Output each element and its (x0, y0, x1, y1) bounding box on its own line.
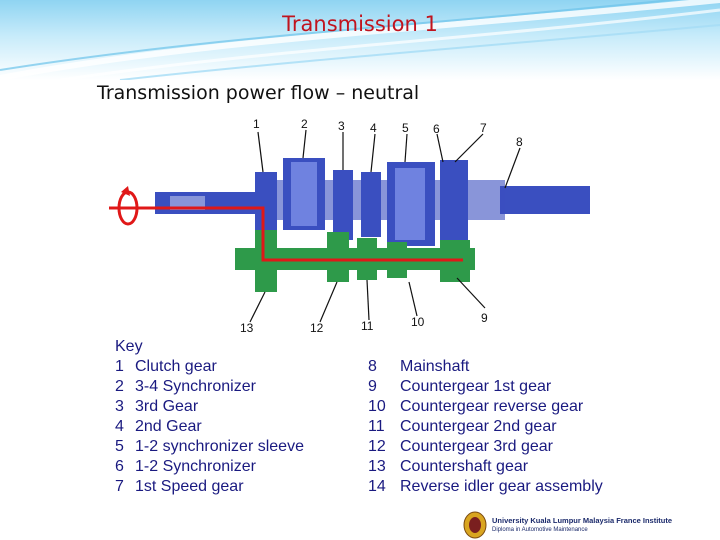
callout-1: 1 (253, 117, 260, 131)
callout-9: 9 (481, 311, 488, 325)
callout-4: 4 (370, 121, 377, 135)
header-band (0, 0, 720, 80)
callout-11: 11 (361, 319, 374, 333)
callout-3: 3 (338, 119, 345, 133)
callout-leaders (249, 129, 521, 323)
callout-13: 13 (240, 321, 254, 335)
mainshaft-output (500, 186, 590, 214)
institution-name: University Kuala Lumpur Malaysia France … (492, 516, 673, 525)
power-flow-path (125, 206, 463, 262)
callout-6: 6 (433, 122, 440, 136)
transmission-cutaway-illustration: 1 2 3 4 5 6 7 8 9 10 11 12 13 (109, 117, 590, 335)
program-name: Diploma in Automotive Maintenance (492, 527, 588, 533)
callout-12: 12 (310, 321, 324, 335)
slide-subtitle: Transmission power flow – neutral (97, 82, 420, 104)
rotation-arrow-icon (109, 186, 157, 226)
footer-branding: University Kuala Lumpur Malaysia France … (462, 511, 720, 540)
callout-2: 2 (301, 117, 308, 131)
header-swoosh-decoration (0, 0, 720, 80)
callout-10: 10 (411, 315, 425, 329)
mainshaft-gears (255, 158, 468, 292)
callout-8: 8 (516, 135, 523, 149)
callout-5: 5 (402, 121, 409, 135)
university-logo-icon (463, 511, 487, 539)
key-title: Key (115, 338, 143, 355)
slide-title: Transmission 1 (282, 12, 438, 36)
callout-7: 7 (480, 121, 487, 135)
